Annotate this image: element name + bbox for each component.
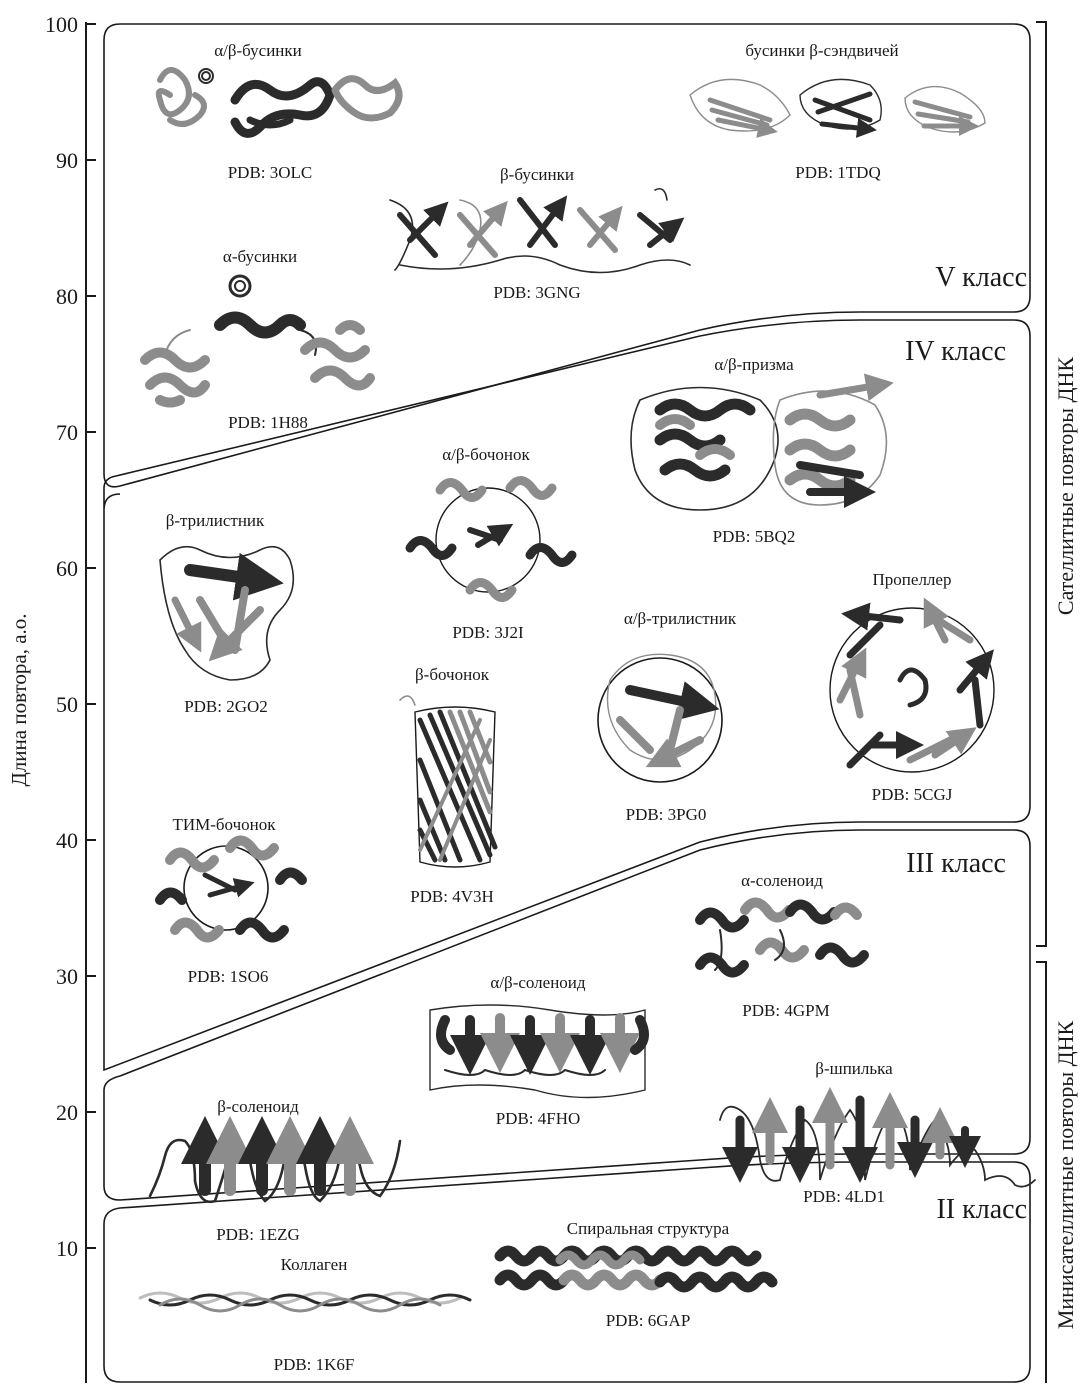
protein-image — [500, 1251, 772, 1287]
y-tick-label: 10 — [56, 1236, 78, 1261]
pdb-id: PDB: 5CGJ — [872, 785, 953, 804]
class-label-iii: III класс — [906, 848, 1006, 879]
structure-3pg0: α/β-трилистник PDB: 3PG0 — [598, 609, 737, 824]
structure-name: α-бусинки — [223, 247, 297, 266]
pdb-id: PDB: 4V3H — [410, 887, 494, 906]
pdb-id: PDB: 1K6F — [274, 1355, 355, 1374]
class-label-v: V класс — [935, 262, 1027, 293]
pdb-id: PDB: 1H88 — [228, 413, 308, 432]
structure-4ld1: β-шпилька PDB: 4LD1 — [720, 1059, 1035, 1206]
pdb-id: PDB: 3OLC — [228, 163, 313, 182]
structure-name: α/β-соленоид — [490, 973, 585, 992]
pdb-id: PDB: 1EZG — [216, 1225, 300, 1244]
pdb-id: PDB: 3J2I — [452, 623, 524, 642]
structure-1tdq: бусинки β-сэндвичей PDB: 1TDQ — [690, 41, 985, 182]
class-label-iv: IV класс — [905, 336, 1006, 367]
protein-image — [700, 903, 864, 973]
protein-image — [390, 189, 690, 273]
y-axis-label: Длина повтора, а.о. — [7, 613, 31, 786]
pdb-id: PDB: 1TDQ — [795, 163, 880, 182]
structure-4gpm: α-соленоид PDB: 4GPM — [700, 871, 864, 1020]
y-tick-label: 100 — [45, 12, 78, 37]
structure-1ezg: β-соленоид PDB: 1EZG — [150, 1097, 400, 1244]
pdb-id: PDB: 3GNG — [493, 283, 580, 302]
y-tick-label: 80 — [56, 284, 78, 309]
y-tick-label: 60 — [56, 556, 78, 581]
structure-4fho: α/β-соленоид PDB: 4FHO — [430, 973, 645, 1128]
structure-name: α-соленоид — [741, 871, 823, 890]
structure-3gng: β-бусинки PDB: 3GNG — [390, 165, 690, 302]
structure-name: бусинки β-сэндвичей — [745, 41, 898, 60]
structure-3olc: α/β-бусинки PDB: 3OLC — [159, 41, 399, 182]
y-tick-label: 70 — [56, 420, 78, 445]
structure-name: β-шпилька — [815, 1059, 893, 1078]
y-tick-label: 90 — [56, 148, 78, 173]
class-label-ii: II класс — [936, 1194, 1027, 1225]
minisatellite-bracket — [1036, 962, 1046, 1383]
y-tick-label: 50 — [56, 692, 78, 717]
pdb-id: PDB: 3PG0 — [626, 805, 707, 824]
protein-image — [150, 1140, 400, 1202]
pdb-id: PDB: 5BQ2 — [713, 527, 796, 546]
structure-name: α/β-бочонок — [442, 445, 530, 464]
y-axis-ticks — [86, 24, 96, 1248]
structure-5bq2: α/β-призма PDB: 5BQ2 — [631, 355, 886, 546]
y-tick-label: 40 — [56, 828, 78, 853]
y-tick-label: 30 — [56, 964, 78, 989]
protein-image — [720, 1100, 1035, 1187]
structure-3j2i: α/β-бочонок PDB: 3J2I — [410, 445, 572, 642]
satellite-bracket — [1036, 22, 1046, 946]
pdb-id: PDB: 4FHO — [496, 1109, 581, 1128]
structure-4v3h: β-бочонок PDB: 4V3H — [400, 665, 495, 906]
structure-name: α/β-бусинки — [214, 41, 302, 60]
structure-1k6f: Коллаген PDB: 1K6F — [140, 1255, 470, 1374]
pdb-id: PDB: 4GPM — [742, 1001, 829, 1020]
structure-2go2: β-трилистник PDB: 2GO2 — [160, 511, 293, 716]
structure-1so6: ТИМ-бочонок PDB: 1SO6 — [160, 815, 302, 986]
structure-name: Пропеллер — [873, 570, 952, 589]
protein-image — [410, 481, 572, 598]
class-region-iv — [104, 320, 1030, 1070]
protein-image — [430, 1005, 645, 1098]
protein-image — [159, 69, 399, 133]
protein-image — [690, 79, 985, 132]
y-axis: 10 20 30 40 50 60 70 80 90 100 Длина пов… — [7, 12, 96, 1383]
protein-image — [631, 385, 886, 510]
structure-1h88: α-бусинки PDB: 1H88 — [145, 247, 370, 432]
protein-image — [145, 276, 370, 403]
protein-image — [160, 547, 293, 680]
structure-name: β-бусинки — [500, 165, 574, 184]
pdb-id: PDB: 1SO6 — [188, 967, 269, 986]
satellite-label: Сателлитные повторы ДНК — [1053, 357, 1078, 616]
structure-name: Спиральная структура — [567, 1219, 730, 1238]
structure-name: β-бочонок — [415, 665, 490, 684]
protein-image — [140, 1293, 470, 1311]
structure-name: Коллаген — [281, 1255, 348, 1274]
minisatellite-label: Минисателлитные повторы ДНК — [1053, 1020, 1078, 1329]
protein-image — [830, 608, 994, 772]
pdb-id: PDB: 2GO2 — [184, 697, 268, 716]
pdb-id: PDB: 4LD1 — [803, 1187, 885, 1206]
structure-name: α/β-призма — [714, 355, 794, 374]
structure-name: β-соленоид — [217, 1097, 299, 1116]
y-tick-label: 20 — [56, 1100, 78, 1125]
structure-name: β-трилистник — [166, 511, 265, 530]
protein-image — [160, 841, 302, 938]
structure-name: ТИМ-бочонок — [172, 815, 276, 834]
protein-image — [400, 696, 495, 867]
structure-name: α/β-трилистник — [624, 609, 737, 628]
pdb-id: PDB: 6GAP — [606, 1311, 691, 1330]
structure-5cgj: Пропеллер PDB: 5CGJ — [830, 570, 994, 804]
protein-image — [598, 654, 722, 782]
structure-6gap: Спиральная структура PDB: 6GAP — [500, 1219, 772, 1330]
